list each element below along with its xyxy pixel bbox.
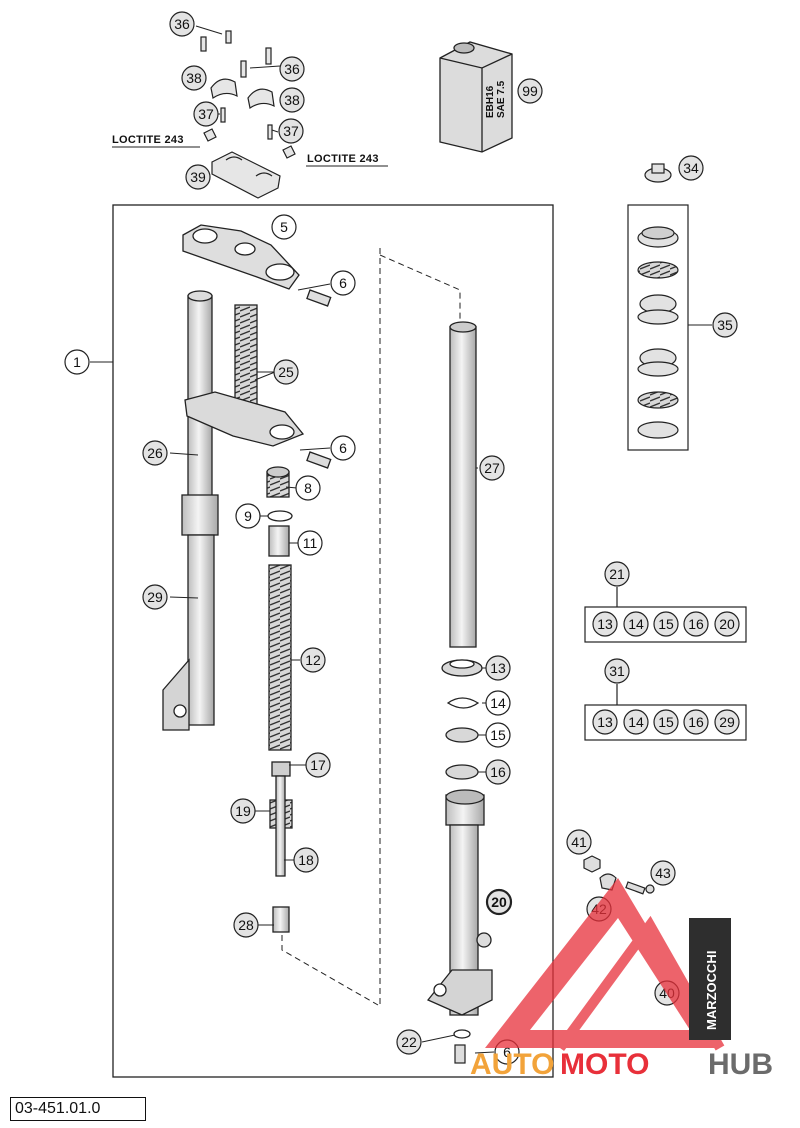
kit-boxes	[584, 587, 747, 741]
document-id: 03-451.01.0	[10, 1097, 146, 1121]
kit21-item: 16	[688, 616, 704, 632]
steering-bearing-group	[627, 163, 689, 451]
clamp-base-39	[211, 151, 281, 199]
kit31-item: 29	[719, 714, 735, 730]
watermark-auto: AUTO	[470, 1048, 554, 1081]
oil-type-line2: SAE 7.5	[496, 80, 507, 118]
callout-38-a: 38	[186, 70, 202, 86]
clamp-38b	[247, 88, 275, 109]
callout-9: 9	[244, 508, 252, 524]
callout-6-b: 6	[339, 440, 347, 456]
callout-13: 13	[490, 660, 506, 676]
callout-31: 31	[609, 663, 625, 679]
watermark-hub: HUB	[708, 1048, 773, 1081]
bolt-36a	[200, 36, 207, 52]
callout-6-c: 6	[503, 1044, 511, 1060]
left-fork-leg	[162, 290, 219, 731]
kit31-item: 13	[597, 714, 613, 730]
callout-22: 22	[401, 1034, 417, 1050]
callout-15: 15	[490, 727, 506, 743]
callout-balloons	[64, 11, 740, 1065]
right-fork-tube	[449, 321, 477, 648]
callout-28: 28	[238, 917, 254, 933]
kit21-item: 20	[719, 616, 735, 632]
callout-29: 29	[147, 589, 163, 605]
loctite-label-right: LOCTITE 243	[307, 153, 379, 165]
callout-25: 25	[278, 364, 294, 380]
callout-37-b: 37	[283, 123, 299, 139]
fork-oil-can	[439, 41, 513, 153]
kit21-item: 15	[658, 616, 674, 632]
callout-14: 14	[490, 695, 506, 711]
callout-20: 20	[491, 894, 507, 910]
right-outer-tube	[426, 789, 493, 1016]
washer-37b	[282, 145, 296, 159]
callout-27: 27	[484, 460, 500, 476]
callout-26: 26	[147, 445, 163, 461]
callout-8: 8	[304, 480, 312, 496]
callout-21: 21	[609, 566, 625, 582]
callout-6-a: 6	[339, 275, 347, 291]
callout-16: 16	[490, 764, 506, 780]
callout-36-b: 36	[284, 61, 300, 77]
callout-35: 35	[717, 317, 733, 333]
kit31-item: 14	[628, 714, 644, 730]
bolt-36b	[225, 30, 232, 44]
bolt-36d	[240, 60, 247, 78]
marzocchi-badge: MARZOCCHI	[689, 918, 731, 1040]
callout-5: 5	[280, 219, 288, 235]
watermark-moto: MOTO	[560, 1048, 649, 1081]
callout-41: 41	[571, 834, 587, 850]
handlebar-clamp-group	[200, 30, 296, 199]
kit21-item: 13	[597, 616, 613, 632]
callout-19: 19	[235, 803, 251, 819]
callout-99: 99	[522, 83, 538, 99]
callout-12: 12	[305, 652, 321, 668]
callout-38-b: 38	[284, 92, 300, 108]
callout-37-a: 37	[198, 106, 214, 122]
callout-1: 1	[73, 354, 81, 370]
clamp-38a	[210, 78, 238, 99]
assembly-frame	[112, 204, 554, 1078]
callout-17: 17	[310, 757, 326, 773]
callout-36-a: 36	[174, 16, 190, 32]
callout-18: 18	[298, 852, 314, 868]
fork-internals	[266, 466, 293, 933]
callout-39: 39	[190, 169, 206, 185]
kit31-item: 15	[658, 714, 674, 730]
fork-seals	[441, 659, 483, 780]
loctite-label-left: LOCTITE 243	[112, 134, 184, 146]
watermark-logo	[485, 878, 725, 1051]
steering-stem	[184, 304, 332, 469]
oil-type-line1: EBH16	[485, 85, 496, 118]
bolt-37a	[220, 107, 226, 123]
marzocchi-text: MARZOCCHI	[704, 951, 719, 1030]
callout-34: 34	[683, 160, 699, 176]
washer-37a	[203, 128, 217, 142]
kit21-item: 14	[628, 616, 644, 632]
kit31-item: 16	[688, 714, 704, 730]
bolt-37b	[267, 124, 273, 140]
callout-11: 11	[303, 535, 318, 551]
upper-triple-clamp	[182, 224, 332, 307]
bolt-36c	[265, 47, 272, 65]
callout-43: 43	[655, 865, 671, 881]
